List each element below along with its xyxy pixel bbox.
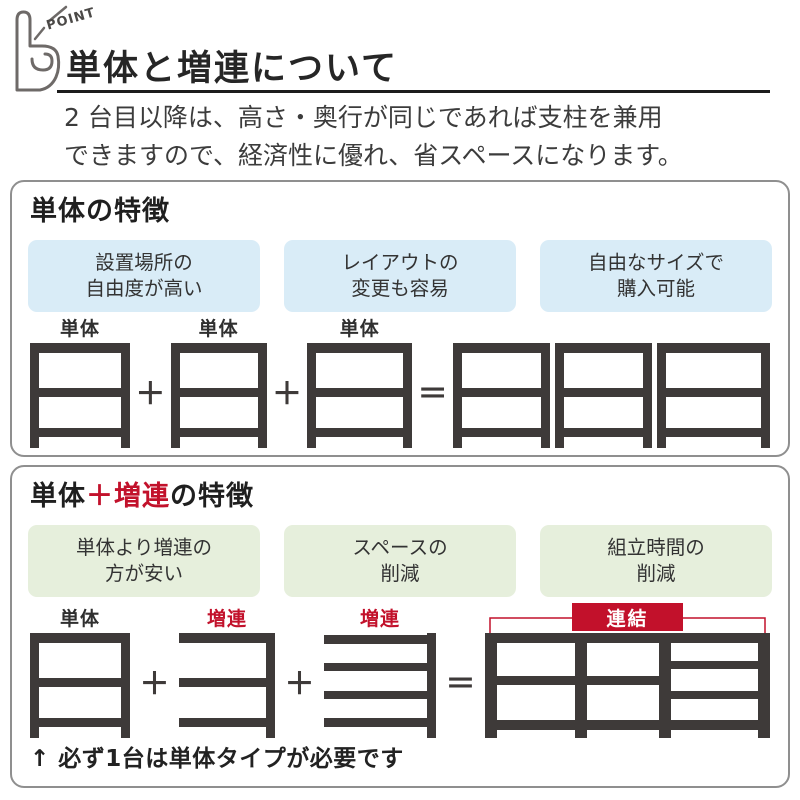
combined-diagram: 単体 ＋ 増連 ＋ xyxy=(12,603,788,738)
standalone-shelf-icon xyxy=(30,343,130,448)
chip-line: 削減 xyxy=(636,562,676,585)
standalone-shelf-icon xyxy=(30,633,130,738)
chip-line: 自由なサイズで xyxy=(588,251,724,274)
intro-text: 2 台目以降は、高さ・奥行が同じであれば支柱を兼用 できますので、経済性に優れ、… xyxy=(64,99,683,175)
connected-shelves-icon xyxy=(485,617,770,738)
intro-line-2: できますので、経済性に優れ、省スペースになります。 xyxy=(64,141,683,170)
shelf-unit-label: 単体 xyxy=(339,318,380,340)
standalone-diagram: 単体 ＋ 単体 xyxy=(12,318,788,448)
equals-operator: ＝ xyxy=(445,667,476,702)
connect-badge: 連結 xyxy=(572,603,683,631)
shelf-unit: 単体 xyxy=(30,608,130,738)
intro-line-1: 2 台目以降は、高さ・奥行が同じであれば支柱を兼用 xyxy=(64,103,663,132)
combined-section-title: 単体＋増連の特徴 xyxy=(30,479,788,515)
pointing-hand-icon xyxy=(2,4,97,96)
shelf-unit: 単体 xyxy=(307,318,413,448)
feature-chip: 自由なサイズで 購入可能 xyxy=(540,240,772,312)
chip-line: 方が安い xyxy=(104,562,183,585)
chip-line: 単体より増連の xyxy=(75,536,213,559)
shelf-unit: 単体 xyxy=(30,318,130,448)
plus-operator: ＋ xyxy=(139,667,170,702)
standalone-shelf-icon xyxy=(307,343,413,448)
combined-feature-chips: 単体より増連の 方が安い スペースの 削減 組立時間の 削減 xyxy=(12,525,788,597)
shelf-unit-label: 増連 xyxy=(359,608,400,630)
standalone-section: 単体の特徴 設置場所の 自由度が高い レイアウトの 変更も容易 自由なサイズで … xyxy=(10,180,790,457)
shelf-unit: 単体 xyxy=(170,318,267,448)
title-part-highlight: ＋増連 xyxy=(86,481,170,512)
feature-chip: 設置場所の 自由度が高い xyxy=(28,240,260,312)
shelf-unit-label: 増連 xyxy=(206,608,247,630)
shelf-unit-label: 単体 xyxy=(59,608,100,630)
title-underline xyxy=(57,90,770,93)
connected-shelves-figure: 連結 xyxy=(485,603,770,738)
plus-operator: ＋ xyxy=(271,377,302,412)
chip-line: スペースの xyxy=(352,536,448,559)
feature-chip: 単体より増連の 方が安い xyxy=(28,525,260,597)
chip-line: 変更も容易 xyxy=(351,277,449,300)
equals-operator: ＝ xyxy=(417,377,448,412)
feature-chip: 組立時間の 削減 xyxy=(540,525,772,597)
plus-operator: ＋ xyxy=(135,377,166,412)
chip-line: 設置場所の xyxy=(95,251,193,274)
standalone-feature-chips: 設置場所の 自由度が高い レイアウトの 変更も容易 自由なサイズで 購入可能 xyxy=(12,240,788,312)
title-part: 単体 xyxy=(30,481,86,512)
three-standalone-shelves-icon xyxy=(452,343,770,448)
chip-line: 購入可能 xyxy=(616,277,695,300)
shelf-unit-label: 単体 xyxy=(59,318,100,340)
feature-chip: スペースの 削減 xyxy=(284,525,516,597)
shelf-unit-label: 単体 xyxy=(198,318,239,340)
title-part: の特徴 xyxy=(170,481,254,512)
plus-operator: ＋ xyxy=(284,667,315,702)
shelf-unit: 増連 xyxy=(324,608,436,738)
chip-line: 自由度が高い xyxy=(85,277,203,300)
combined-section: 単体＋増連の特徴 単体より増連の 方が安い スペースの 削減 組立時間の 削減 … xyxy=(10,465,790,788)
page-title: 単体と増連について xyxy=(66,49,398,89)
standalone-section-title: 単体の特徴 xyxy=(30,196,170,227)
standalone-shelf-icon xyxy=(170,343,267,448)
addon-shelf-icon xyxy=(324,633,436,738)
note-text: ↑ 必ず1台は単体タイプが必要です xyxy=(30,746,404,772)
chip-line: レイアウトの xyxy=(341,251,459,274)
feature-chip: レイアウトの 変更も容易 xyxy=(284,240,516,312)
chip-line: 削減 xyxy=(380,562,420,585)
chip-line: 組立時間の xyxy=(607,536,705,559)
addon-shelf-icon xyxy=(179,633,275,738)
shelf-unit: 増連 xyxy=(179,608,275,738)
